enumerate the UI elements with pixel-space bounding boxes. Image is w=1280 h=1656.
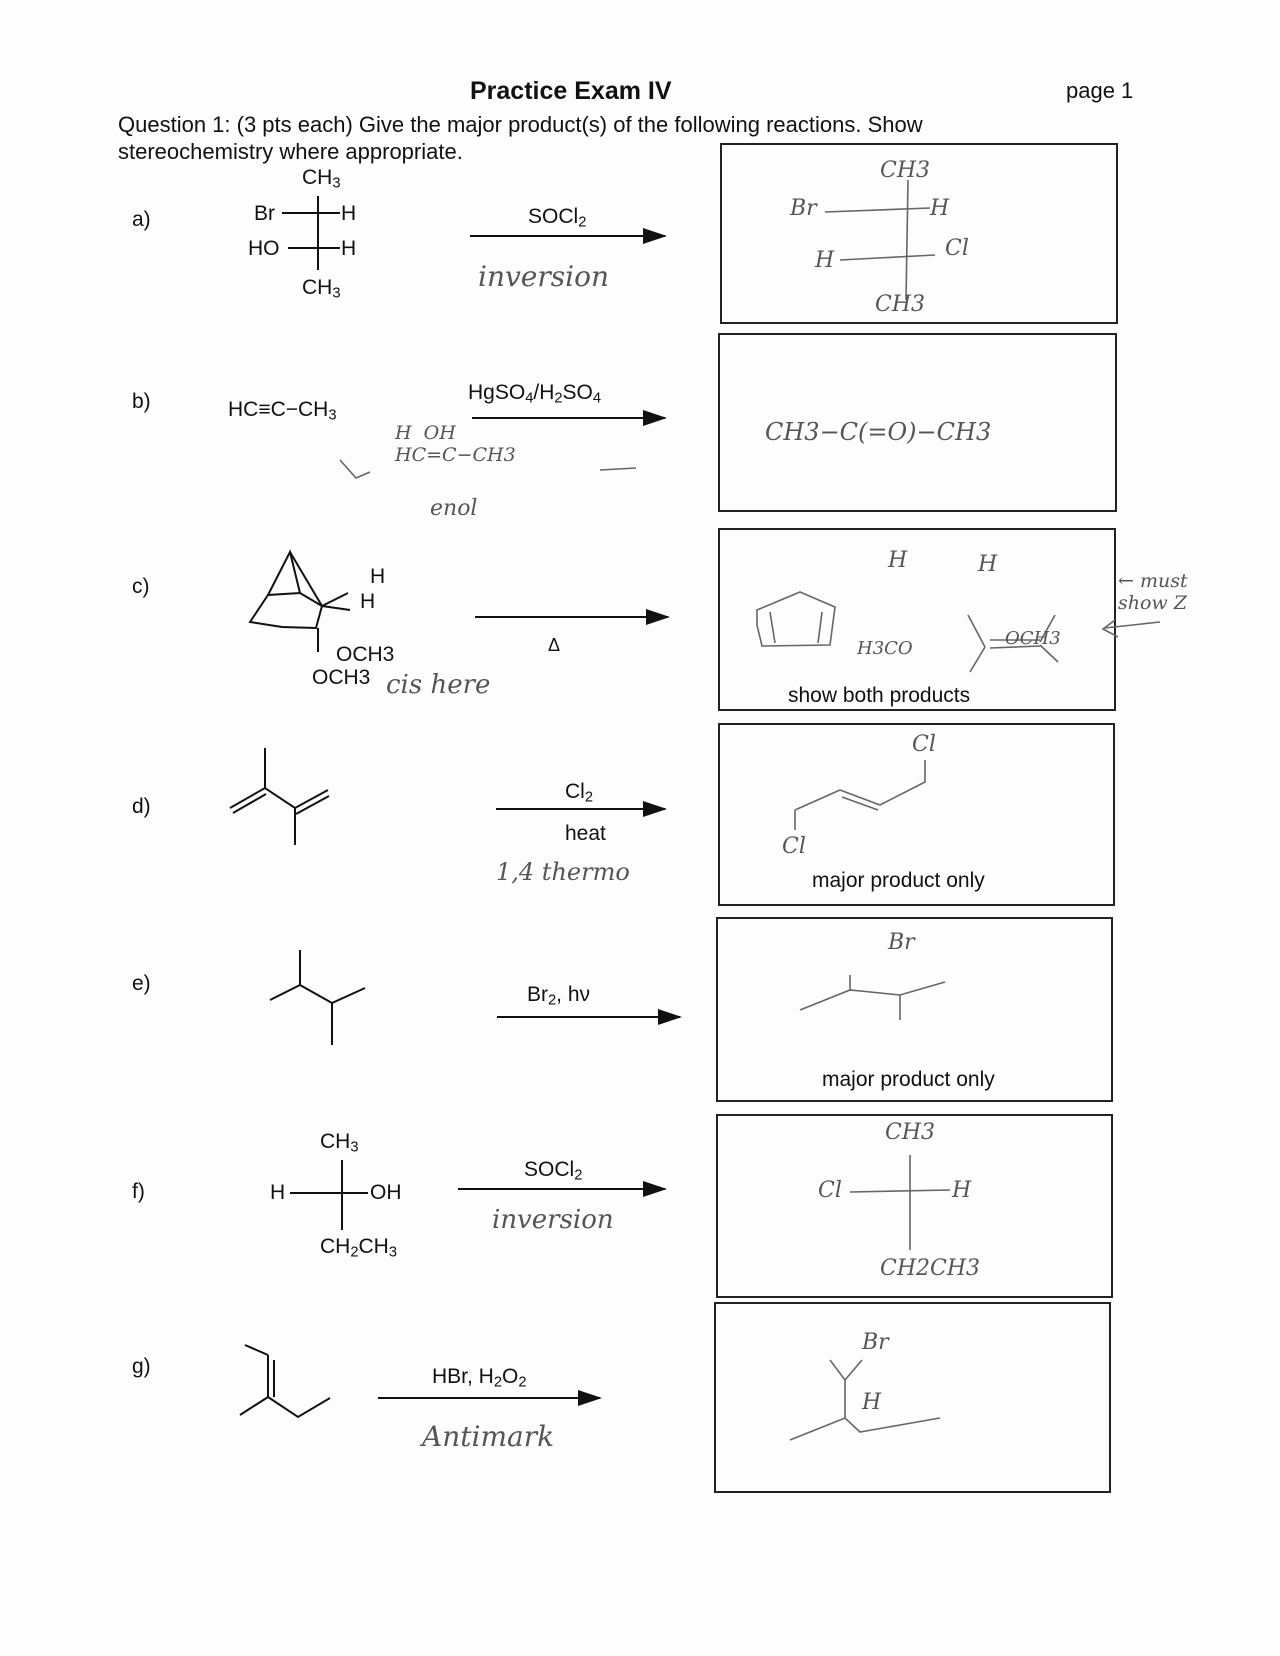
- reagent-b: HgSO4/H2SO4: [468, 381, 602, 407]
- reactant-f-oh: OH: [370, 1181, 402, 1204]
- reagent-e: Br2, hν: [527, 983, 591, 1009]
- page-title: Practice Exam IV: [470, 77, 672, 105]
- reagent-g: HBr, H2O2: [432, 1365, 527, 1391]
- reactant-a-bottom: CH3: [302, 276, 341, 302]
- part-label-d: d): [132, 795, 151, 818]
- answer-box-b[interactable]: [718, 333, 1117, 512]
- reactant-c-och3-1: OCH3: [336, 643, 395, 666]
- question-line-2: stereochemistry where appropriate.: [118, 139, 463, 164]
- answer-box-c[interactable]: [718, 528, 1116, 711]
- reactant-f-top: CH3: [320, 1130, 359, 1156]
- answer-a-br: Br: [790, 196, 817, 221]
- reactant-b: HC≡C−CH3: [228, 398, 337, 424]
- answer-box-a[interactable]: [720, 143, 1118, 324]
- reagent-c: Δ: [548, 635, 561, 655]
- answer-a-h2: H: [815, 248, 835, 273]
- enol-arrow: [339, 459, 371, 479]
- note-a: inversion: [478, 260, 609, 293]
- note-g: Antimark: [422, 1420, 555, 1453]
- reagent-a: SOCl2: [528, 205, 587, 231]
- answer-f-cl: Cl: [818, 1178, 842, 1203]
- alkene-reactant-g: [239, 1344, 331, 1419]
- answer-box-g[interactable]: [714, 1302, 1111, 1493]
- answer-box-f[interactable]: [716, 1114, 1113, 1298]
- answer-a-fischer: [824, 179, 936, 301]
- part-label-g: g): [132, 1355, 151, 1378]
- caption-e: major product only: [822, 1068, 995, 1091]
- answer-box-e[interactable]: [716, 917, 1113, 1102]
- answer-a-top: CH3: [880, 158, 931, 183]
- part-label-e: e): [132, 972, 151, 995]
- question-line-1: Question 1: (3 pts each) Give the major …: [118, 112, 923, 137]
- answer-f-top: CH3: [885, 1120, 936, 1145]
- note-f: inversion: [492, 1205, 614, 1235]
- reactant-c-h1: H: [370, 565, 386, 588]
- reactant-a-h1: H: [341, 202, 357, 225]
- part-label-b: b): [132, 390, 151, 413]
- reagent-d: Cl2: [565, 780, 594, 806]
- reactant-f-h: H: [270, 1181, 286, 1204]
- answer-f-h: H: [952, 1178, 972, 1203]
- answer-a-h: H: [930, 196, 950, 221]
- part-label-a: a): [132, 208, 151, 231]
- answer-f-fischer: [849, 1155, 951, 1250]
- note-b-enol: H OH HC=C−CH3: [395, 422, 516, 466]
- note-b-word: enol: [430, 496, 478, 521]
- answer-d-cl1: Cl: [912, 732, 936, 757]
- answer-c-structures: [756, 591, 1161, 673]
- answer-g-h: H: [862, 1390, 882, 1415]
- reagent-f: SOCl2: [524, 1158, 583, 1184]
- answer-c-och3: OCH3: [1005, 628, 1061, 649]
- answer-c-h2: H: [978, 552, 998, 577]
- reactant-f-bottom: CH2CH3: [320, 1235, 398, 1261]
- part-label-c: c): [132, 575, 150, 598]
- caption-c: show both products: [788, 684, 971, 707]
- fischer-f: [290, 1160, 368, 1230]
- fischer-a: [282, 196, 340, 270]
- note-c: cis here: [386, 670, 491, 700]
- reactant-a-br: Br: [254, 202, 275, 225]
- answer-c-h3co: H3CO: [857, 638, 913, 659]
- answer-c-h1: H: [888, 548, 908, 573]
- answer-a-bottom: CH3: [875, 292, 926, 317]
- bicyclic-reactant-c: [248, 549, 351, 652]
- margin-note-c: ← must show Z: [1118, 570, 1188, 614]
- answer-b: CH3−C(=O)−CH3: [765, 418, 992, 446]
- answer-d-structure: [794, 760, 926, 830]
- reactant-a-top: CH3: [302, 166, 341, 192]
- answer-g-br: Br: [862, 1330, 889, 1355]
- reactant-a-h2: H: [341, 237, 357, 260]
- note-d: 1,4 thermo: [496, 858, 630, 886]
- alkane-reactant-e: [269, 950, 366, 1045]
- answer-e-br: Br: [888, 930, 915, 955]
- reactant-c-h2: H: [360, 590, 376, 613]
- answer-e-structure: [799, 975, 946, 1020]
- reactant-c-och3-2: OCH3: [312, 666, 371, 689]
- page-number: page 1: [1066, 78, 1134, 103]
- reagent-d-2: heat: [565, 822, 606, 845]
- diene-reactant-d: [229, 748, 330, 845]
- reactant-a-ho: HO: [248, 237, 280, 260]
- answer-f-bottom: CH2CH3: [880, 1256, 981, 1281]
- answer-g-structure: [789, 1359, 941, 1441]
- caption-d: major product only: [812, 869, 985, 892]
- part-label-f: f): [132, 1180, 145, 1203]
- answer-box-d[interactable]: [718, 723, 1115, 906]
- answer-a-cl: Cl: [945, 236, 969, 261]
- answer-d-cl2: Cl: [782, 834, 806, 859]
